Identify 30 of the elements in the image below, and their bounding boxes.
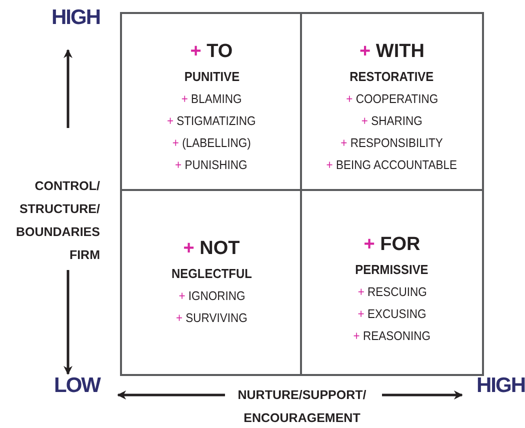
- list-item: + EXCUSING: [358, 306, 426, 323]
- quadrant-title: + TO: [190, 40, 233, 64]
- quadrant-title: + NOT: [183, 237, 240, 261]
- list-item: + STIGMATIZING: [167, 113, 256, 130]
- list-item: + BLAMING: [181, 91, 242, 108]
- axis-title: NURTURE/SUPPORT/ ENCOURAGEMENT: [236, 387, 368, 427]
- quadrant-box: [120, 189, 303, 376]
- axis-end-label: LOW: [53, 373, 100, 399]
- axis-title: CONTROL/ STRUCTURE/ BOUNDARIES FIRM: [14, 178, 100, 264]
- list-item: + (LABELLING): [172, 135, 251, 152]
- list-item: + REASONING: [353, 328, 431, 345]
- quadrant-subtitle: PUNITIVE: [184, 68, 240, 86]
- quadrant-box: [300, 189, 484, 376]
- list-item: + SURVIVING: [176, 310, 248, 327]
- list-item: + IGNORING: [178, 288, 245, 305]
- axis-end-label: HIGH: [476, 373, 525, 399]
- list-item: + RESCUING: [357, 284, 427, 301]
- list-item: + SHARING: [362, 113, 422, 130]
- quadrant-subtitle: NEGLECTFUL: [171, 265, 252, 283]
- list-item: + COOPERATING: [346, 91, 438, 108]
- quadrant-box: [300, 12, 484, 192]
- list-item: + PUNISHING: [175, 157, 248, 174]
- list-item: + RESPONSIBILITY: [340, 135, 444, 152]
- axis-end-label: HIGH: [50, 5, 100, 31]
- quadrant-subtitle: PERMISSIVE: [355, 261, 429, 279]
- list-item: + BEING ACCOUNTABLE: [326, 157, 458, 174]
- quadrant-title: + FOR: [364, 233, 420, 257]
- quadrant-box: [120, 12, 303, 192]
- quadrant-subtitle: RESTORATIVE: [350, 68, 434, 86]
- quadrant-title: + WITH: [360, 40, 424, 64]
